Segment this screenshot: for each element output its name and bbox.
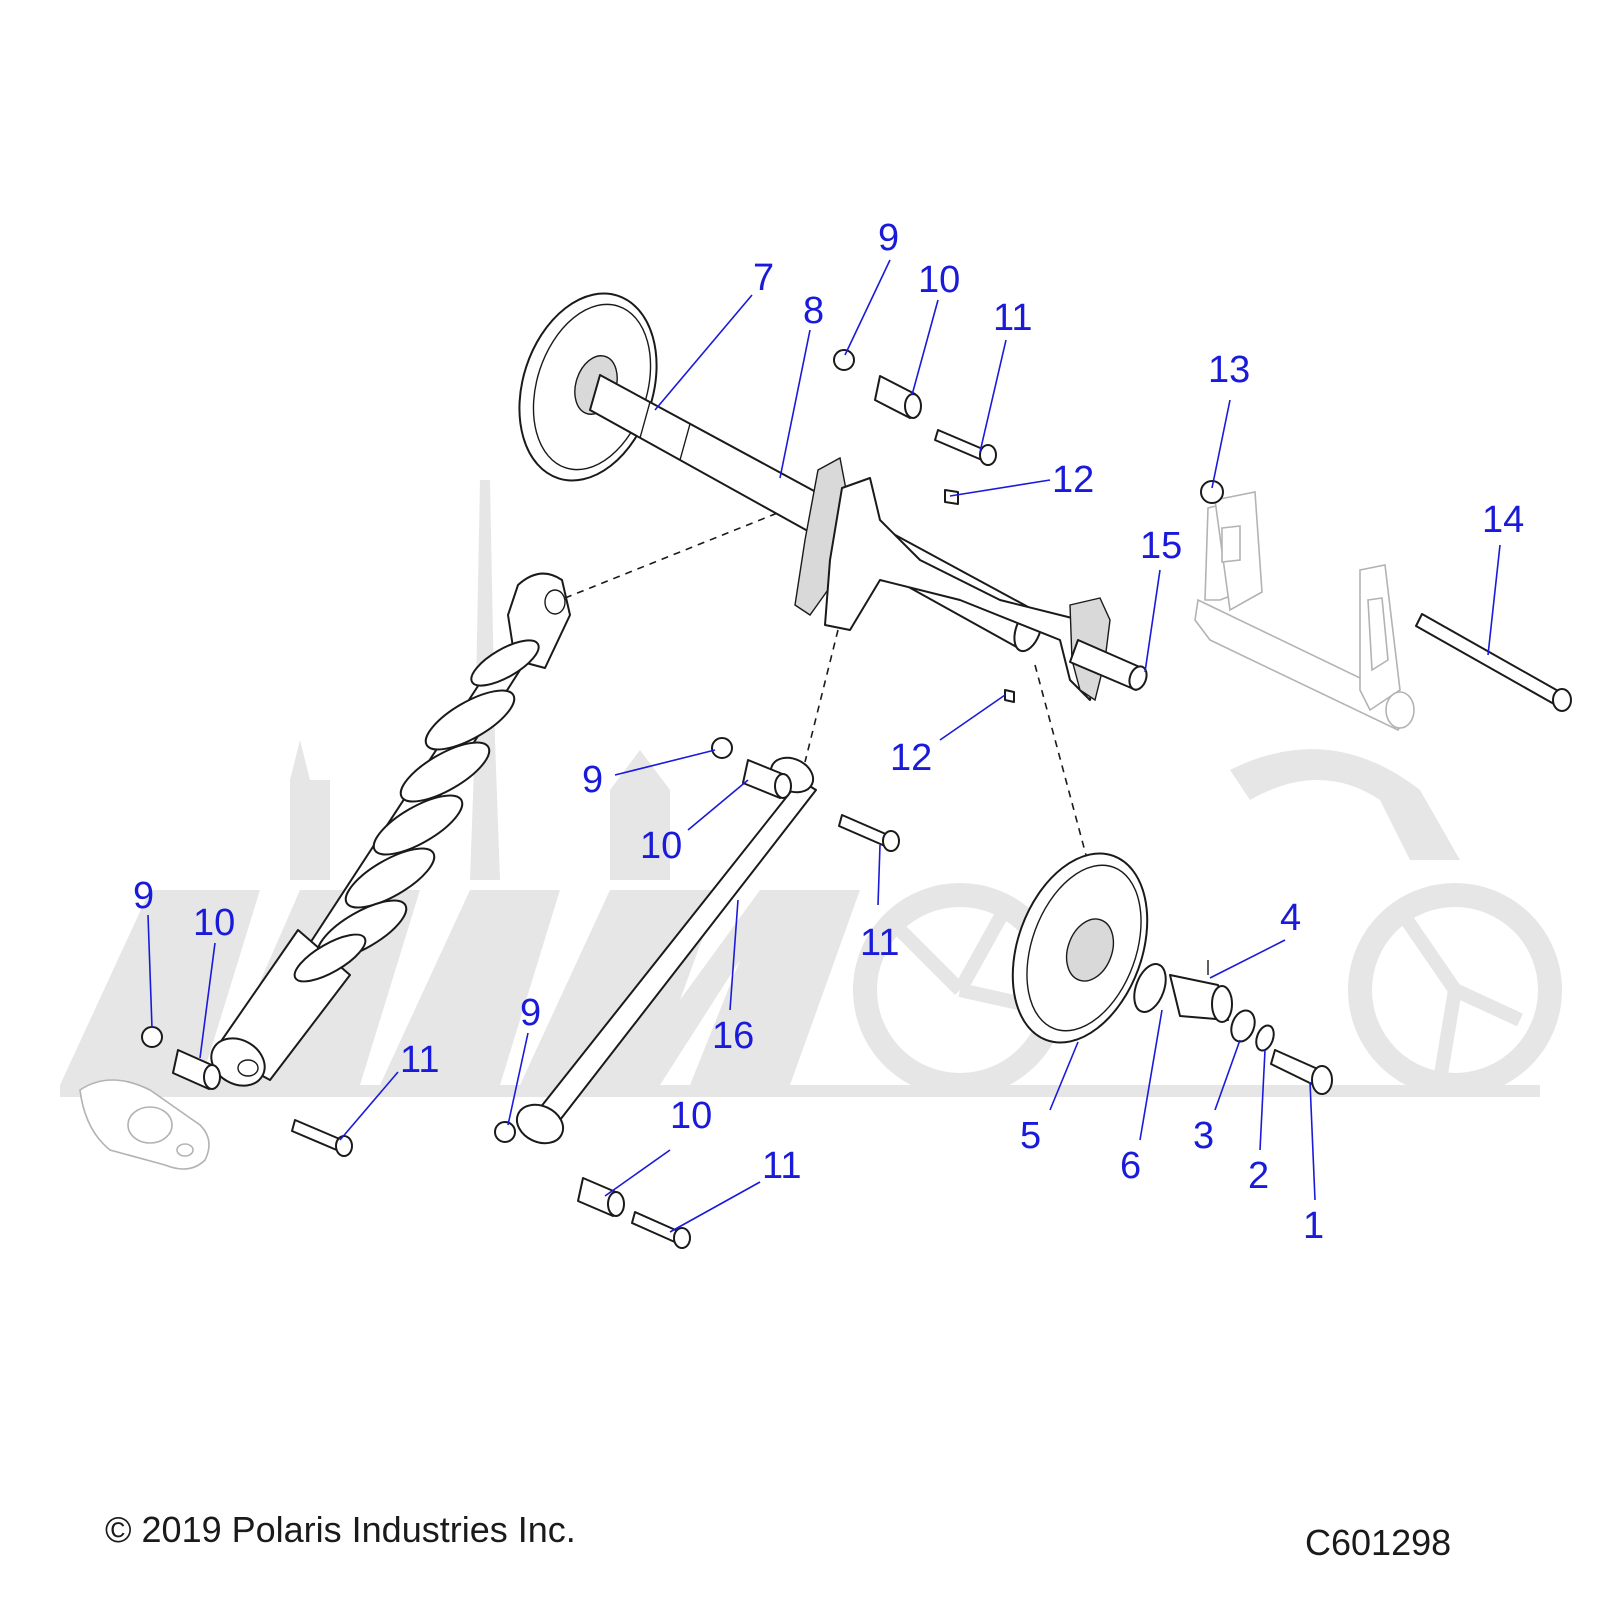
coil-spring	[293, 639, 540, 983]
callout-12-lower: 12	[890, 737, 932, 779]
callout-9-upper: 9	[878, 217, 899, 259]
callout-11-lower: 11	[762, 1145, 801, 1187]
callout-3: 3	[1193, 1115, 1214, 1157]
callout-9-left: 9	[133, 875, 154, 917]
callout-9-mid: 9	[582, 759, 603, 801]
callout-14: 14	[1482, 499, 1524, 541]
callout-1: 1	[1303, 1205, 1324, 1247]
copyright-text: © 2019 Polaris Industries Inc.	[105, 1509, 576, 1550]
control-link-rod	[515, 756, 817, 1145]
idler-wheel-upper	[518, 292, 658, 482]
idler-wheel-lower	[1011, 852, 1149, 1044]
callout-2: 2	[1248, 1155, 1269, 1197]
callout-16: 16	[712, 1015, 754, 1057]
callout-10-upper: 10	[918, 259, 960, 301]
figure-code: C601298	[1305, 1522, 1451, 1563]
callouts: 1 2 3 4 5 6 7 8 9 9 9 9 10 10 10 10 11 1…	[133, 217, 1524, 1247]
rear-arm-weldment	[794, 456, 1148, 702]
callout-6: 6	[1120, 1145, 1141, 1187]
shock-absorber	[210, 572, 571, 1087]
callout-5: 5	[1020, 1115, 1041, 1157]
callout-11-mid: 11	[860, 922, 899, 964]
callout-8: 8	[803, 290, 824, 332]
callout-9-lower: 9	[520, 992, 541, 1034]
callout-10-lower: 10	[670, 1095, 712, 1137]
callout-10-left: 10	[193, 902, 235, 944]
callout-13: 13	[1208, 349, 1250, 391]
callout-4: 4	[1280, 897, 1301, 939]
callout-15: 15	[1140, 525, 1182, 567]
lower-left-bracket-ghost	[79, 1079, 210, 1170]
callout-12-upper: 12	[1052, 459, 1094, 501]
callout-7: 7	[753, 257, 774, 299]
rear-frame-bracket-ghost	[1194, 491, 1415, 732]
callout-11-left: 11	[400, 1039, 439, 1081]
callout-10-mid: 10	[640, 825, 682, 867]
leader-lines	[147, 259, 1501, 1233]
assembly-dash-lines	[564, 487, 1091, 871]
callout-11-upper: 11	[993, 297, 1032, 339]
hardware	[141, 349, 1572, 1249]
